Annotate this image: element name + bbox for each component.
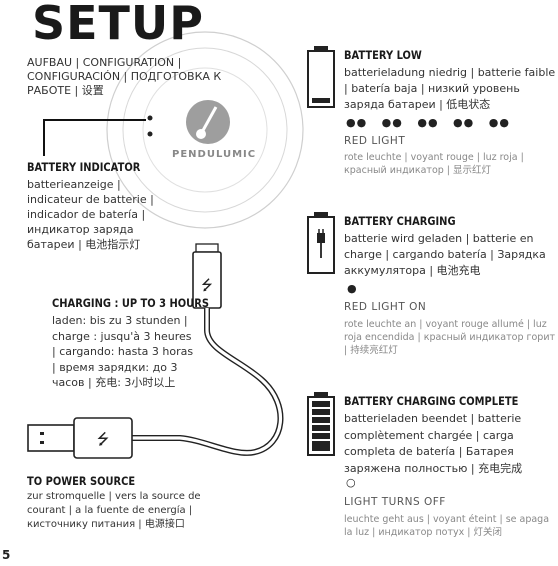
svg-text:⭍: ⭍ (97, 430, 110, 448)
svg-text:⭍: ⭍ (201, 278, 213, 294)
battery-low-icon (307, 46, 335, 108)
micro-usb-connector-icon: ⭍ (192, 243, 222, 309)
charging-complete-light-text: leuchte geht aus | voyant éteint | se ap… (344, 514, 550, 538)
pendulumic-logo-icon (186, 100, 230, 144)
indicator-dot-bottom (147, 131, 153, 137)
battery-indicator-text: batterieanzeige | indicateur de batterie… (27, 178, 154, 251)
indicator-pointer-line (43, 119, 146, 156)
battery-charging-icon (307, 212, 335, 274)
battery-low-dots: ●● ●● ●● ●● ●● (346, 116, 510, 129)
battery-charging-text: batterie wird geladen | batterie en char… (344, 232, 546, 277)
headphone-cup-ring (142, 67, 268, 193)
battery-full-icon (307, 392, 335, 456)
charging-heading: CHARGING : UP TO 3 HOURS (52, 296, 209, 310)
power-source-heading: TO POWER SOURCE (27, 474, 136, 488)
battery-charging-light-label: RED LIGHT ON (344, 301, 427, 313)
battery-charging-dot: ● (347, 282, 358, 295)
battery-charging-heading: BATTERY CHARGING (344, 214, 456, 228)
battery-indicator-heading: BATTERY INDICATOR (27, 160, 141, 174)
charging-complete-text: batterieladen beendet | batterie complèt… (344, 412, 523, 475)
battery-low-heading: BATTERY LOW (344, 48, 422, 62)
logo-text: PENDULUMIC (172, 149, 257, 160)
page-subtitle: AUFBAU | CONFIGURATION | CONFIGURACIÓN |… (27, 56, 222, 97)
charging-complete-dot: ○ (346, 476, 357, 489)
battery-low-light-label: RED LIGHT (344, 135, 406, 147)
indicator-dot-top (147, 115, 153, 121)
usb-a-connector-icon: ⭍ (27, 417, 133, 459)
battery-low-light-text: rote leuchte | voyant rouge | luz roja |… (344, 152, 524, 176)
page-title: SETUP (32, 0, 204, 50)
page-number: 5 (2, 548, 11, 562)
headphone-outer-ring (106, 31, 304, 229)
charging-complete-light-label: LIGHT TURNS OFF (344, 496, 446, 508)
charging-complete-heading: BATTERY CHARGING COMPLETE (344, 394, 519, 408)
battery-low-text: batterieladung niedrig | batterie faible… (344, 66, 556, 111)
power-source-text: zur stromquelle | vers la source de cour… (27, 491, 201, 530)
headphone-inner-ring (122, 47, 288, 213)
battery-charging-light-text: rote leuchte an | voyant rouge allumé | … (344, 319, 556, 356)
charging-text: laden: bis zu 3 stunden | charge : jusqu… (52, 314, 194, 389)
